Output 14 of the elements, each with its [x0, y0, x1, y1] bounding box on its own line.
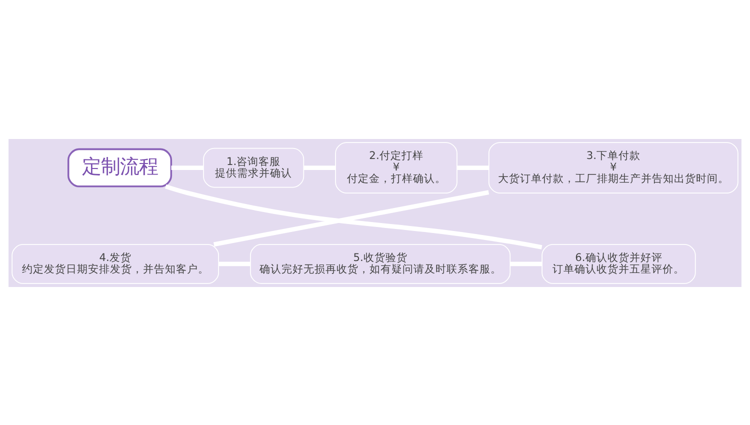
connector: [218, 261, 250, 266]
connector: [304, 165, 336, 170]
connector: [164, 184, 542, 249]
node-box: 1.咨询客服 提供需求并确认: [203, 147, 304, 188]
node-box: 3.下单付款 ¥ 大货订单付款，工厂排期生产并告知出货时间。: [488, 142, 738, 193]
node-box: 4.发货 约定发货日期安排发货，并告知客户。: [12, 244, 220, 284]
connector: [171, 165, 204, 170]
connector: [457, 165, 489, 170]
node-box: 6.确认收货并好评 订单确认收货并五星评价。: [542, 244, 696, 284]
node-box: 2.付定打样 ¥ 付定金，打样确认。: [335, 142, 458, 193]
node-box: 5.收货验货 确认完好无损再收货，如有疑问请及时联系客服。: [250, 244, 511, 284]
node-box: 定制流程: [67, 148, 172, 187]
connector: [510, 261, 542, 266]
connector: [213, 190, 490, 246]
